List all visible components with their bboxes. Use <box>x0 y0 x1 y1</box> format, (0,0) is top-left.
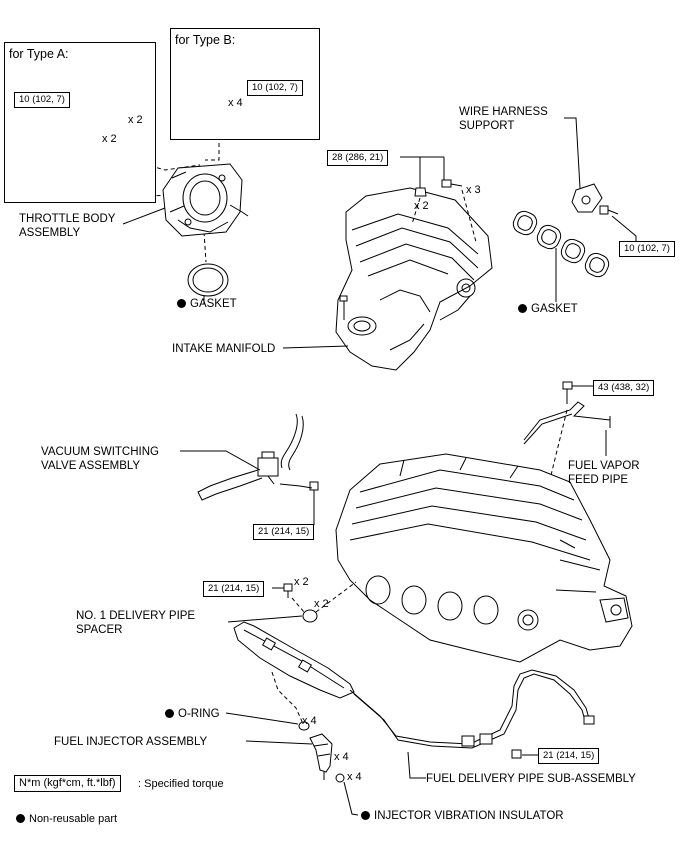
fuel-vapor-torque: 43 (438, 32) <box>593 380 655 396</box>
type-a-box: for Type A: <box>4 42 156 203</box>
non-reusable-icon <box>16 814 25 823</box>
legend-torque-desc: : Specified torque <box>138 778 224 790</box>
manifold-gasket-drawing <box>512 210 610 278</box>
type-a-title: for Type A: <box>9 47 69 61</box>
insulator-mult: x 4 <box>347 771 362 783</box>
spacer-bolt-mult: x 2 <box>294 576 309 588</box>
non-reusable-icon <box>518 304 527 313</box>
manifold-gasket-text: GASKET <box>531 303 578 315</box>
type-a-torque: 10 (102, 7) <box>14 92 70 108</box>
manifold-gasket-label: GASKET <box>518 302 578 316</box>
type-b-mult: x 4 <box>228 97 243 109</box>
legend-non-reusable-text: Non-reusable part <box>29 813 118 825</box>
non-reusable-icon <box>361 811 370 820</box>
throttle-gasket-drawing <box>187 263 229 297</box>
insulator-drawing <box>335 773 345 783</box>
injector-vibration-insulator-label: INJECTOR VIBRATION INSULATOR <box>361 809 564 823</box>
type-b-torque: 10 (102, 7) <box>247 80 303 96</box>
fuel-delivery-pipe-drawing <box>233 621 595 759</box>
type-b-title: for Type B: <box>175 33 236 47</box>
spacer-fasteners-drawing <box>272 581 357 623</box>
legend-non-reusable: Non-reusable part <box>16 812 117 826</box>
wire-harness-support-drawing <box>571 183 619 215</box>
o-ring-mult: x 4 <box>302 715 317 727</box>
non-reusable-icon <box>165 709 174 718</box>
vacuum-switching-valve-drawing <box>197 413 319 501</box>
throttle-gasket-label: GASKET <box>177 297 237 311</box>
injector-mult: x 4 <box>334 751 349 763</box>
wire-harness-torque: 10 (102, 7) <box>619 241 675 257</box>
manifold-torque: 28 (286, 21) <box>327 150 389 166</box>
throttle-body-drawing <box>162 163 249 237</box>
engine-block-drawing <box>335 453 633 663</box>
o-ring-text: O-RING <box>178 708 220 720</box>
type-a-bolt-mult: x 2 <box>128 114 143 126</box>
intake-manifold-label: INTAKE MANIFOLD <box>172 343 276 355</box>
insulator-text: INJECTOR VIBRATION INSULATOR <box>374 810 564 822</box>
delivery-pipe-spacer-label: NO. 1 DELIVERY PIPE SPACER <box>76 610 196 636</box>
fuel-injector-drawing <box>309 733 333 780</box>
fuel-injector-label: FUEL INJECTOR ASSEMBLY <box>54 736 208 748</box>
wire-harness-support-label: WIRE HARNESS SUPPORT <box>459 106 548 132</box>
fuel-vapor-feed-pipe-label: FUEL VAPOR FEED PIPE <box>568 460 640 486</box>
type-a-nut-mult: x 2 <box>102 133 117 145</box>
fuel-delivery-pipe-label: FUEL DELIVERY PIPE SUB-ASSEMBLY <box>426 773 636 785</box>
o-ring-label: O-RING <box>165 707 220 721</box>
legend-torque-sample: N*m (kgf*cm, ft.*lbf) <box>14 775 121 792</box>
manifold-fasteners <box>400 156 477 243</box>
throttle-body-label: THROTTLE BODY ASSEMBLY <box>19 213 116 239</box>
intake-manifold-drawing <box>335 187 493 371</box>
vsv-torque: 21 (214, 15) <box>253 524 315 540</box>
vacuum-switching-valve-label: VACUUM SWITCHING VALVE ASSEMBLY <box>41 446 159 472</box>
manifold-bolt-mult: x 3 <box>466 184 481 196</box>
spacer-torque: 21 (214, 15) <box>203 581 265 597</box>
fuel-vapor-feed-pipe-drawing <box>523 381 611 445</box>
throttle-gasket-text: GASKET <box>190 298 237 310</box>
non-reusable-icon <box>177 299 186 308</box>
delivery-pipe-torque: 21 (214, 15) <box>538 748 600 764</box>
spacer-mult: x 2 <box>314 598 329 610</box>
o-ring-drawing <box>298 721 310 731</box>
manifold-nut-mult: x 2 <box>414 200 429 212</box>
